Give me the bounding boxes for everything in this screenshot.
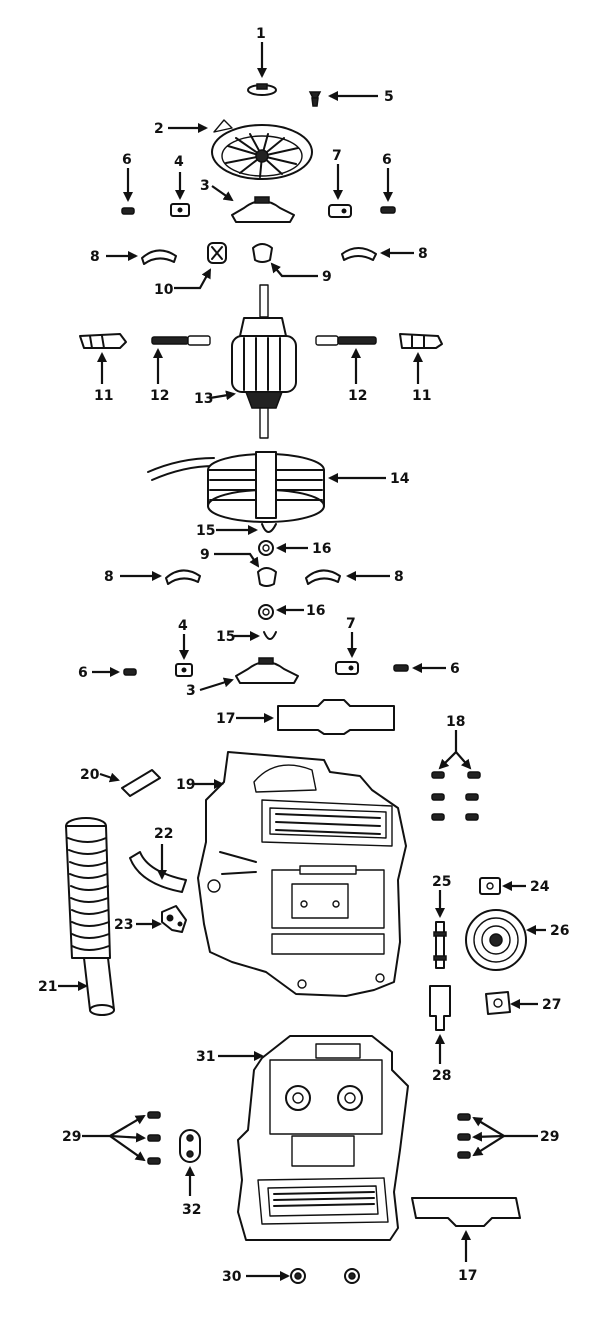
leader-arrows <box>58 42 546 1281</box>
label-12: 12 <box>150 388 169 404</box>
label-18: 18 <box>446 714 465 730</box>
part-7-clip-top <box>328 204 352 218</box>
part-11-brush-holder-right <box>399 333 443 349</box>
part-22-hose-bend <box>129 851 187 893</box>
label-31: 31 <box>196 1049 215 1065</box>
part-6-screw-right-top <box>380 206 396 214</box>
part-8-felt-right-lower <box>305 569 341 585</box>
label-27: 27 <box>542 997 561 1013</box>
part-17-gasket-upper <box>277 699 395 735</box>
label-20: 20 <box>80 767 100 783</box>
part-8-felt-right-top <box>341 247 377 261</box>
part-32-clamp <box>179 1129 201 1163</box>
label-6: 6 <box>78 665 88 681</box>
label-7: 7 <box>332 148 342 164</box>
part-1-cap <box>247 83 277 96</box>
label-9: 9 <box>322 269 332 285</box>
label-8: 8 <box>394 569 404 585</box>
label-3: 3 <box>200 178 210 194</box>
label-17: 17 <box>458 1268 477 1284</box>
label-8: 8 <box>90 249 100 265</box>
part-7-clip-lower <box>335 661 359 675</box>
part-number-labels: 1 2 3 4 5 6 6 7 8 8 10 9 11 12 12 11 13 … <box>38 26 569 1285</box>
label-30: 30 <box>222 1269 242 1285</box>
label-28: 28 <box>432 1068 451 1084</box>
label-4: 4 <box>174 154 184 170</box>
part-3-bracket-lower <box>235 657 299 684</box>
label-29: 29 <box>540 1129 559 1145</box>
part-6-screw-right-lower <box>393 664 409 672</box>
part-24-nut <box>479 877 501 895</box>
part-16-washer-lower <box>258 604 274 620</box>
part-9-bearing-lower <box>257 567 277 587</box>
label-11: 11 <box>412 388 431 404</box>
part-27-nut <box>485 991 511 1015</box>
label-6: 6 <box>122 152 132 168</box>
label-26: 26 <box>550 923 569 939</box>
part-15-clip-upper <box>261 523 277 533</box>
label-2: 2 <box>154 121 164 137</box>
label-16: 16 <box>312 541 331 557</box>
label-11: 11 <box>94 388 113 404</box>
part-5-screw <box>308 91 322 107</box>
part-12-brush-right <box>315 335 377 346</box>
label-15: 15 <box>216 629 235 645</box>
label-21: 21 <box>38 979 57 995</box>
label-17: 17 <box>216 711 235 727</box>
label-10: 10 <box>154 282 174 298</box>
part-17-gasket-lower <box>411 1197 521 1227</box>
label-1: 1 <box>256 26 266 42</box>
part-25-pin <box>433 921 447 969</box>
part-2-fan <box>211 119 313 180</box>
part-6-screw-left-lower <box>123 668 137 676</box>
part-13-armature <box>231 284 297 439</box>
part-15-clip-lower <box>263 631 277 640</box>
label-29: 29 <box>62 1129 81 1145</box>
label-7: 7 <box>346 616 356 632</box>
part-29-screw-set-left <box>147 1111 161 1165</box>
part-26-gear <box>465 909 527 971</box>
part-4-clip-lower <box>175 663 193 677</box>
label-24: 24 <box>530 879 550 895</box>
label-6: 6 <box>382 152 392 168</box>
label-6: 6 <box>450 661 460 677</box>
part-11-brush-holder-left <box>79 333 127 349</box>
part-6-screw-left-top <box>121 207 135 215</box>
label-16: 16 <box>306 603 325 619</box>
label-23: 23 <box>114 917 133 933</box>
label-3: 3 <box>186 683 196 699</box>
part-16-washer-upper <box>258 540 274 556</box>
label-12: 12 <box>348 388 367 404</box>
part-8-felt-left-top <box>141 249 177 265</box>
label-9: 9 <box>200 547 210 563</box>
part-20-filter-strip <box>121 769 161 797</box>
part-29-screw-set-right <box>457 1113 471 1159</box>
part-8-felt-left-lower <box>165 569 201 585</box>
part-28-bracket <box>429 985 451 1031</box>
label-14: 14 <box>390 471 410 487</box>
label-19: 19 <box>176 777 195 793</box>
label-8: 8 <box>418 246 428 262</box>
label-13: 13 <box>194 391 213 407</box>
part-9-bearing-top <box>252 243 273 263</box>
part-30-feet <box>290 1268 360 1284</box>
label-25: 25 <box>432 874 451 890</box>
part-4-clip-top <box>170 203 190 217</box>
label-8: 8 <box>104 569 114 585</box>
label-4: 4 <box>178 618 188 634</box>
part-14-field-coil <box>147 451 325 523</box>
part-10-bearing <box>207 242 227 264</box>
label-32: 32 <box>182 1202 201 1218</box>
part-23-switch <box>161 905 187 933</box>
part-18-screw-set <box>431 771 481 821</box>
label-5: 5 <box>384 89 394 105</box>
part-19-motor-housing <box>197 751 407 997</box>
part-12-brush-left <box>151 335 211 346</box>
label-22: 22 <box>154 826 173 842</box>
part-21-flex-hose <box>65 817 115 1016</box>
part-3-bracket-top <box>231 196 295 223</box>
part-31-base-housing <box>237 1035 409 1241</box>
label-15: 15 <box>196 523 215 539</box>
